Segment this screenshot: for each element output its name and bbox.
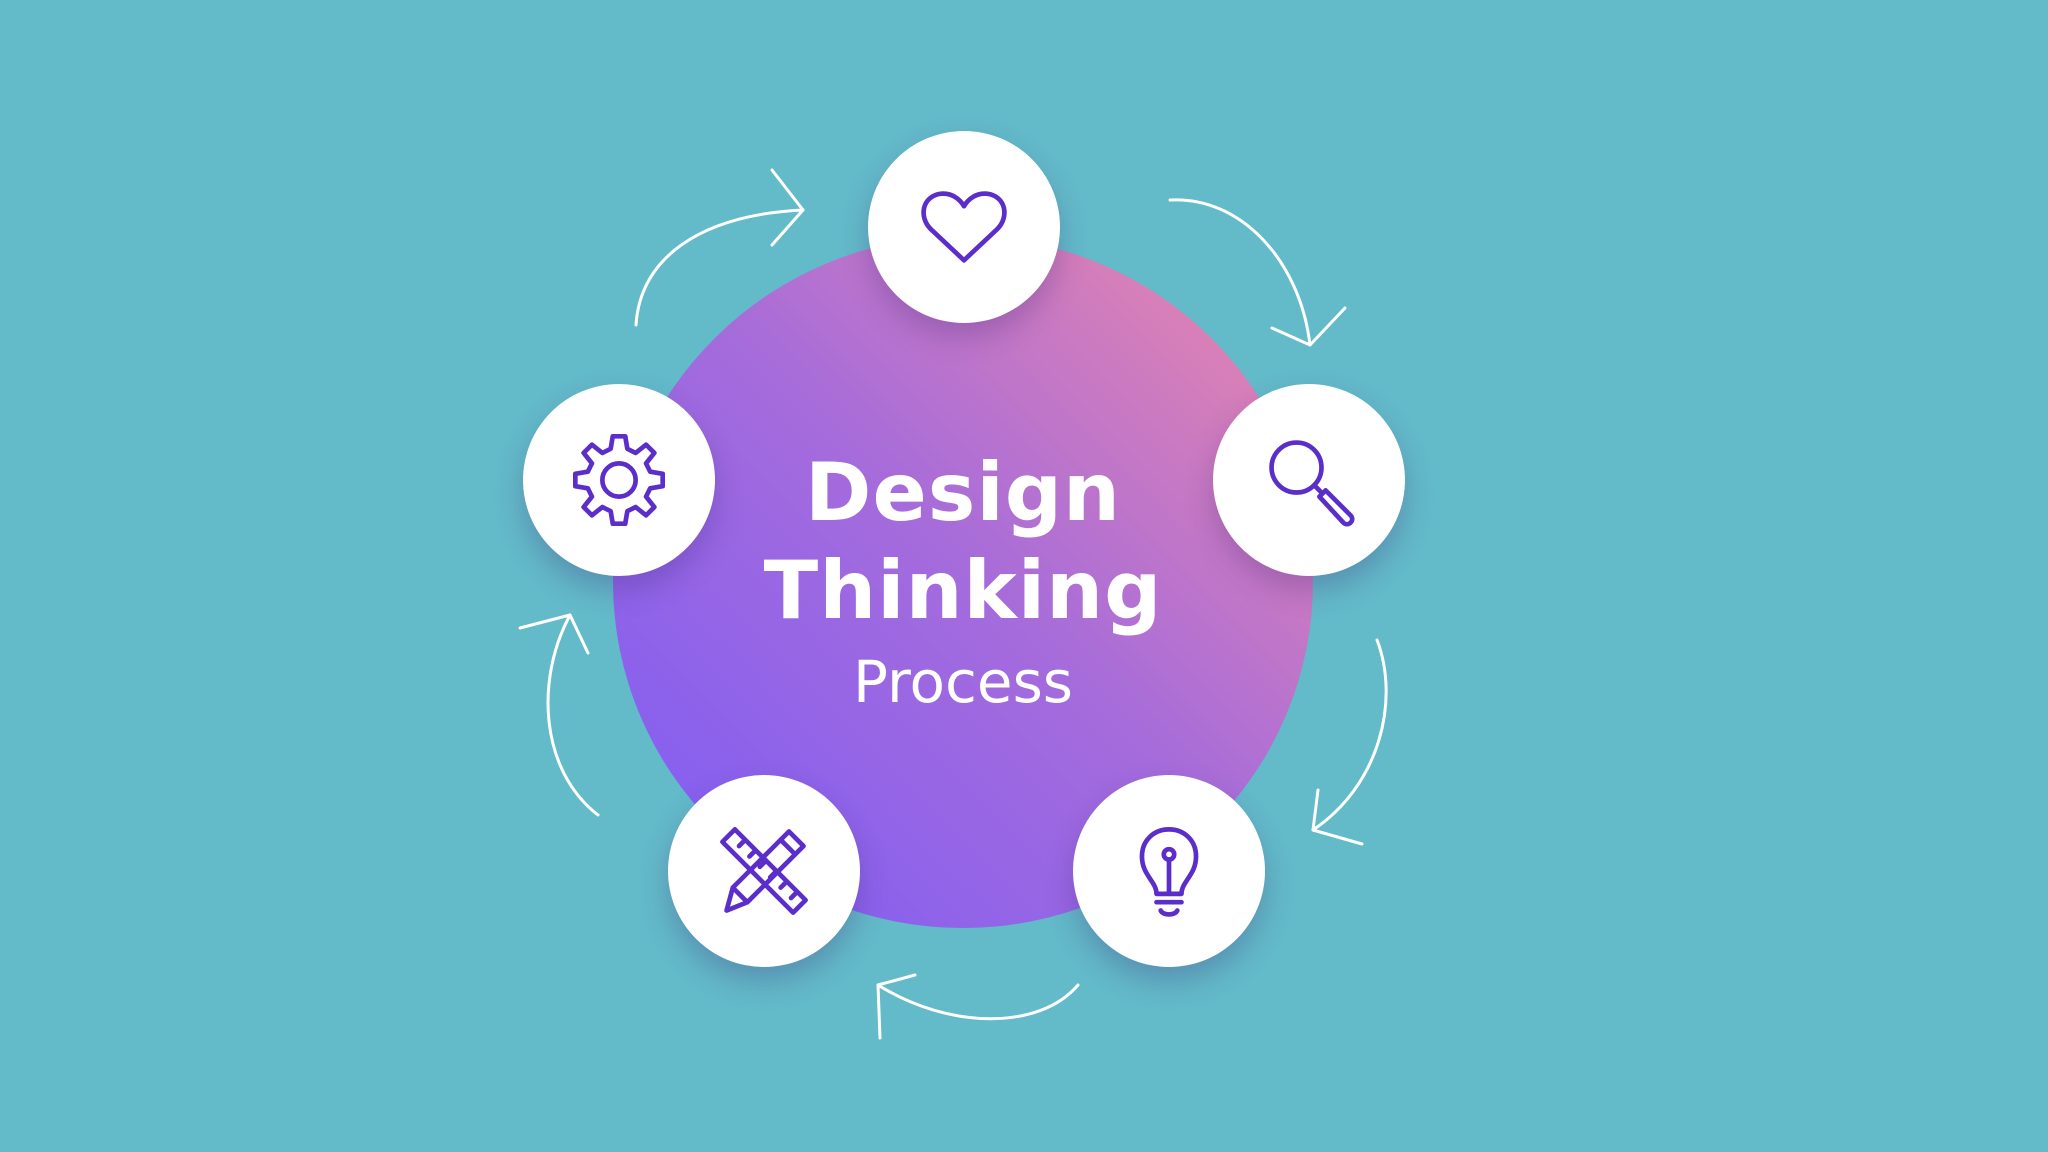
diagram-title: Design Thinking Process [613,236,1313,928]
gear-icon [572,433,666,527]
node-ideate [1073,775,1265,967]
magnifier-icon [1269,440,1355,527]
arrow-lightbulb-to-pencil [876,973,1080,1040]
node-prototype [668,775,860,967]
node-define [1213,384,1405,576]
arrow-pencil-to-gear [518,613,600,817]
title-line-process: Process [852,648,1074,716]
heart-icon [921,191,1007,263]
pencil-ruler-icon [720,827,808,915]
node-empathize [868,131,1060,323]
lightbulb-icon [1139,827,1199,917]
arrow-magnifier-to-lightbulb [1311,638,1388,846]
node-test [523,384,715,576]
title-line-thinking: Thinking [763,544,1163,637]
title-line-design: Design [805,446,1121,539]
